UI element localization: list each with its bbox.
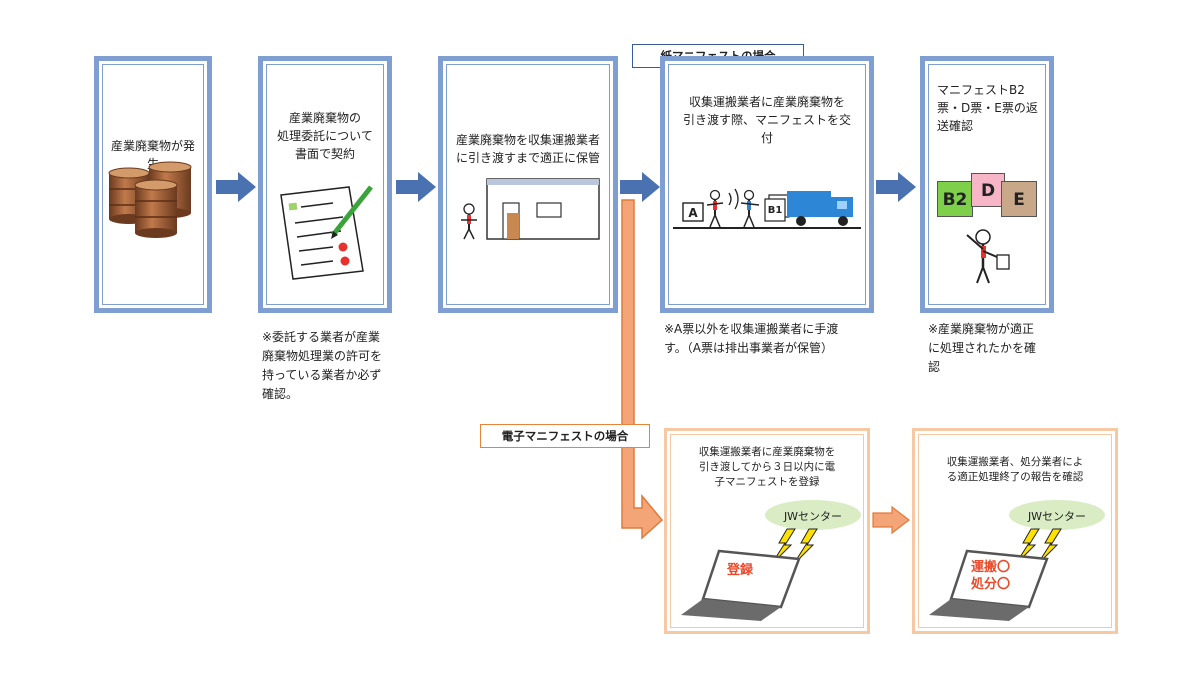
step-2-line-2: 処理委託について <box>277 129 373 143</box>
step-2-text: 産業廃棄物の 処理委託について 書面で契約 <box>271 109 379 163</box>
electronic-step-confirm: 収集運搬業者、処分業者によ る適正処理終了の報告を確認 JWセンター 運搬〇 処… <box>912 428 1118 634</box>
note-2-line-1: ※A票以外を収集運搬業者に手渡 <box>664 322 839 336</box>
step-4-line-1: 収集運搬業者に産業廃棄物を <box>688 95 845 109</box>
status-line-transport: 運搬〇 <box>971 560 1011 575</box>
note-1-line-1: ※委託する業者が産業 <box>262 330 381 344</box>
arrow-right-icon-2 <box>396 172 436 202</box>
status-screen-text: 運搬〇 処分〇 <box>971 559 1010 593</box>
step-manifest-handover: 収集運搬業者に産業廃棄物を 引き渡す際、マニフェストを交 付 A B1 <box>660 56 874 313</box>
step-contract: 産業廃棄物の 処理委託について 書面で契約 <box>258 56 392 313</box>
slip-a: A <box>688 206 698 220</box>
step-5-line-2: 票・D票・E票の返 <box>937 101 1038 115</box>
arrow-right-icon-1 <box>216 172 256 202</box>
electronic-step-1-line-2: 引き渡してから３日以内に電 <box>698 461 836 473</box>
electronic-step-2-text: 収集運搬業者、処分業者によ る適正処理終了の報告を確認 <box>923 455 1107 485</box>
electronic-step-register: 収集運搬業者に産業廃棄物を 引き渡してから３日以内に電 子マニフェストを登録 J… <box>664 428 870 634</box>
arrow-right-icon-3 <box>620 172 660 202</box>
step-2-line-3: 書面で契約 <box>294 147 355 161</box>
storage-warehouse-icon <box>461 178 600 240</box>
slip-b2: B2 <box>937 181 973 217</box>
step-return-check: マニフェストB2 票・D票・E票の返 送確認 B2 D E <box>920 56 1054 313</box>
step-2-line-1: 産業廃棄物の <box>288 111 361 125</box>
step-5-line-3: 送確認 <box>937 119 974 133</box>
manifest-handover-illustration <box>673 188 861 229</box>
slip-b1: B1 <box>767 205 783 216</box>
electronic-step-1-line-1: 収集運搬業者に産業廃棄物を <box>698 446 836 458</box>
note-3-line-1: ※産業廃棄物が適正 <box>928 322 1035 336</box>
note-proper-disposal: ※産業廃棄物が適正 に処理されたかを確 認 <box>928 320 1058 377</box>
status-line-disposal: 処分〇 <box>971 577 1011 592</box>
step-storage: 産業廃棄物を収集運搬業者 に引き渡すまで適正に保管 <box>438 56 618 313</box>
note-1-line-3: 持っている業者か必ず <box>262 368 382 382</box>
step-4-text: 収集運搬業者に産業廃棄物を 引き渡す際、マニフェストを交 付 <box>673 93 861 147</box>
step-4-line-3: 付 <box>760 131 773 145</box>
note-1-line-4: 確認。 <box>262 387 299 401</box>
electronic-step-1-line-3: 子マニフェストを登録 <box>714 476 820 488</box>
arrow-right-orange-icon <box>872 505 910 535</box>
jw-center-label-2: JWセンター <box>1027 510 1087 523</box>
step-3-line-2: に引き渡すまで適正に保管 <box>455 151 600 165</box>
step-5-line-1: マニフェストB2 <box>937 83 1025 97</box>
slip-e: E <box>1001 181 1037 217</box>
arrow-right-icon-4 <box>876 172 916 202</box>
contract-document-icon <box>280 185 373 280</box>
jw-center-label-1: JWセンター <box>783 510 843 523</box>
slip-d: D <box>971 173 1005 207</box>
person-checking-icon <box>966 229 1010 284</box>
laptop-icon-1 <box>681 549 801 621</box>
note-1-line-2: 廃棄物処理業の許可を <box>262 349 383 363</box>
electronic-manifest-label: 電子マニフェストの場合 <box>480 424 650 448</box>
electronic-branch-arrow-icon <box>621 199 664 540</box>
step-3-line-1: 産業廃棄物を収集運搬業者 <box>455 133 600 147</box>
drums-icon <box>108 161 192 238</box>
jw-center-bubble-1 <box>765 500 861 530</box>
jw-center-bubble-2 <box>1009 500 1105 530</box>
step-4-line-2: 引き渡す際、マニフェストを交 <box>682 113 851 127</box>
step-3-text: 産業廃棄物を収集運搬業者 に引き渡すまで適正に保管 <box>451 131 605 167</box>
laptop-icon-2 <box>929 549 1049 621</box>
note-3-line-3: 認 <box>928 360 941 374</box>
electronic-step-1-text: 収集運搬業者に産業廃棄物を 引き渡してから３日以内に電 子マニフェストを登録 <box>675 445 859 490</box>
step-5-text: マニフェストB2 票・D票・E票の返 送確認 <box>937 81 1041 135</box>
note-contract: ※委託する業者が産業 廃棄物処理業の許可を 持っている業者か必ず 確認。 <box>262 328 402 404</box>
electronic-step-2-line-1: 収集運搬業者、処分業者によ <box>946 456 1084 468</box>
note-2-line-2: す。（A票は排出事業者が保管） <box>664 341 834 355</box>
note-3-line-2: に処理されたかを確 <box>928 341 1037 355</box>
note-slip-a: ※A票以外を収集運搬業者に手渡 す。（A票は排出事業者が保管） <box>664 320 884 358</box>
register-screen-text: 登録 <box>727 563 754 578</box>
electronic-step-2-line-2: る適正処理終了の報告を確認 <box>946 471 1084 483</box>
step-waste-generated: 産業廃棄物が発生 <box>94 56 212 313</box>
